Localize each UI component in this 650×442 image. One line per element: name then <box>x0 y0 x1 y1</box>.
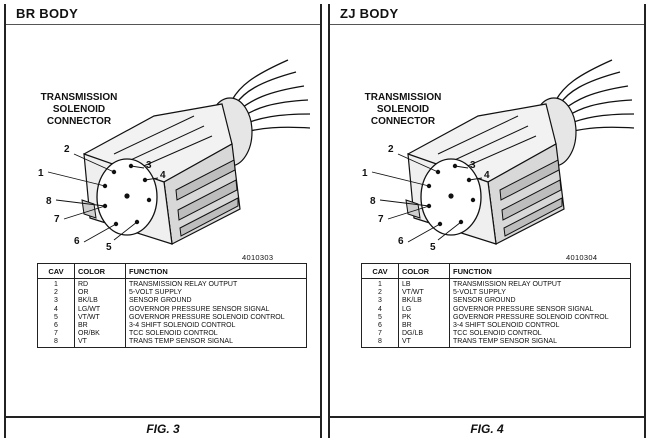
table-header-row: CAV COLOR FUNCTION <box>361 263 631 279</box>
col-color: COLOR <box>398 263 450 279</box>
table-header-row: CAV COLOR FUNCTION <box>37 263 307 279</box>
connector-label: TRANSMISSION SOLENOID CONNECTOR <box>364 92 442 127</box>
pin-label-1: 1 <box>38 168 44 179</box>
pin-label-7: 7 <box>54 214 60 225</box>
title-divider <box>330 24 644 25</box>
pin-label-6: 6 <box>74 236 80 247</box>
panel-left-border <box>328 4 330 438</box>
col-color: COLOR <box>74 263 126 279</box>
pin-leader-lines <box>371 153 483 243</box>
panel-title: BR BODY <box>16 6 79 21</box>
connector-ribs <box>175 159 239 237</box>
col-cav: CAV <box>37 263 75 279</box>
pin-label-3: 3 <box>146 160 152 171</box>
connector-label: TRANSMISSION SOLENOID CONNECTOR <box>40 92 118 127</box>
title-divider <box>6 24 320 25</box>
part-number: 4010303 <box>242 253 274 262</box>
connector-illustration: 1 2 3 4 5 6 7 8 <box>38 59 311 253</box>
pin-label-8: 8 <box>46 196 52 207</box>
panel-title: ZJ BODY <box>340 6 399 21</box>
pin-label-7: 7 <box>378 214 384 225</box>
panel-zj-body: ZJ BODY <box>328 4 646 438</box>
part-number: 4010304 <box>566 253 598 262</box>
pin-label-2: 2 <box>388 144 394 155</box>
col-function: FUNCTION <box>449 263 631 279</box>
pin-label-3: 3 <box>470 160 476 171</box>
pin-label-4: 4 <box>484 170 490 181</box>
panel-left-border <box>4 4 6 438</box>
bottom-divider <box>330 416 644 418</box>
bottom-divider <box>6 416 320 418</box>
col-function: FUNCTION <box>125 263 307 279</box>
pin-label-1: 1 <box>362 168 368 179</box>
figure-caption: FIG. 4 <box>470 422 504 436</box>
pin-leader-lines <box>47 153 159 243</box>
panel-right-border <box>320 4 322 438</box>
pin-label-4: 4 <box>160 170 166 181</box>
panel-br-body: BR BODY <box>4 4 322 438</box>
pin-label-5: 5 <box>106 242 112 253</box>
connector-ribs <box>499 159 563 237</box>
pin-label-5: 5 <box>430 242 436 253</box>
pin-label-2: 2 <box>64 144 70 155</box>
figure-caption: FIG. 3 <box>146 422 180 436</box>
pin-label-8: 8 <box>370 196 376 207</box>
col-cav: CAV <box>361 263 399 279</box>
connector-illustration: 1 2 3 4 5 6 7 8 <box>362 59 635 253</box>
panel-right-border <box>644 4 646 438</box>
pin-label-6: 6 <box>398 236 404 247</box>
